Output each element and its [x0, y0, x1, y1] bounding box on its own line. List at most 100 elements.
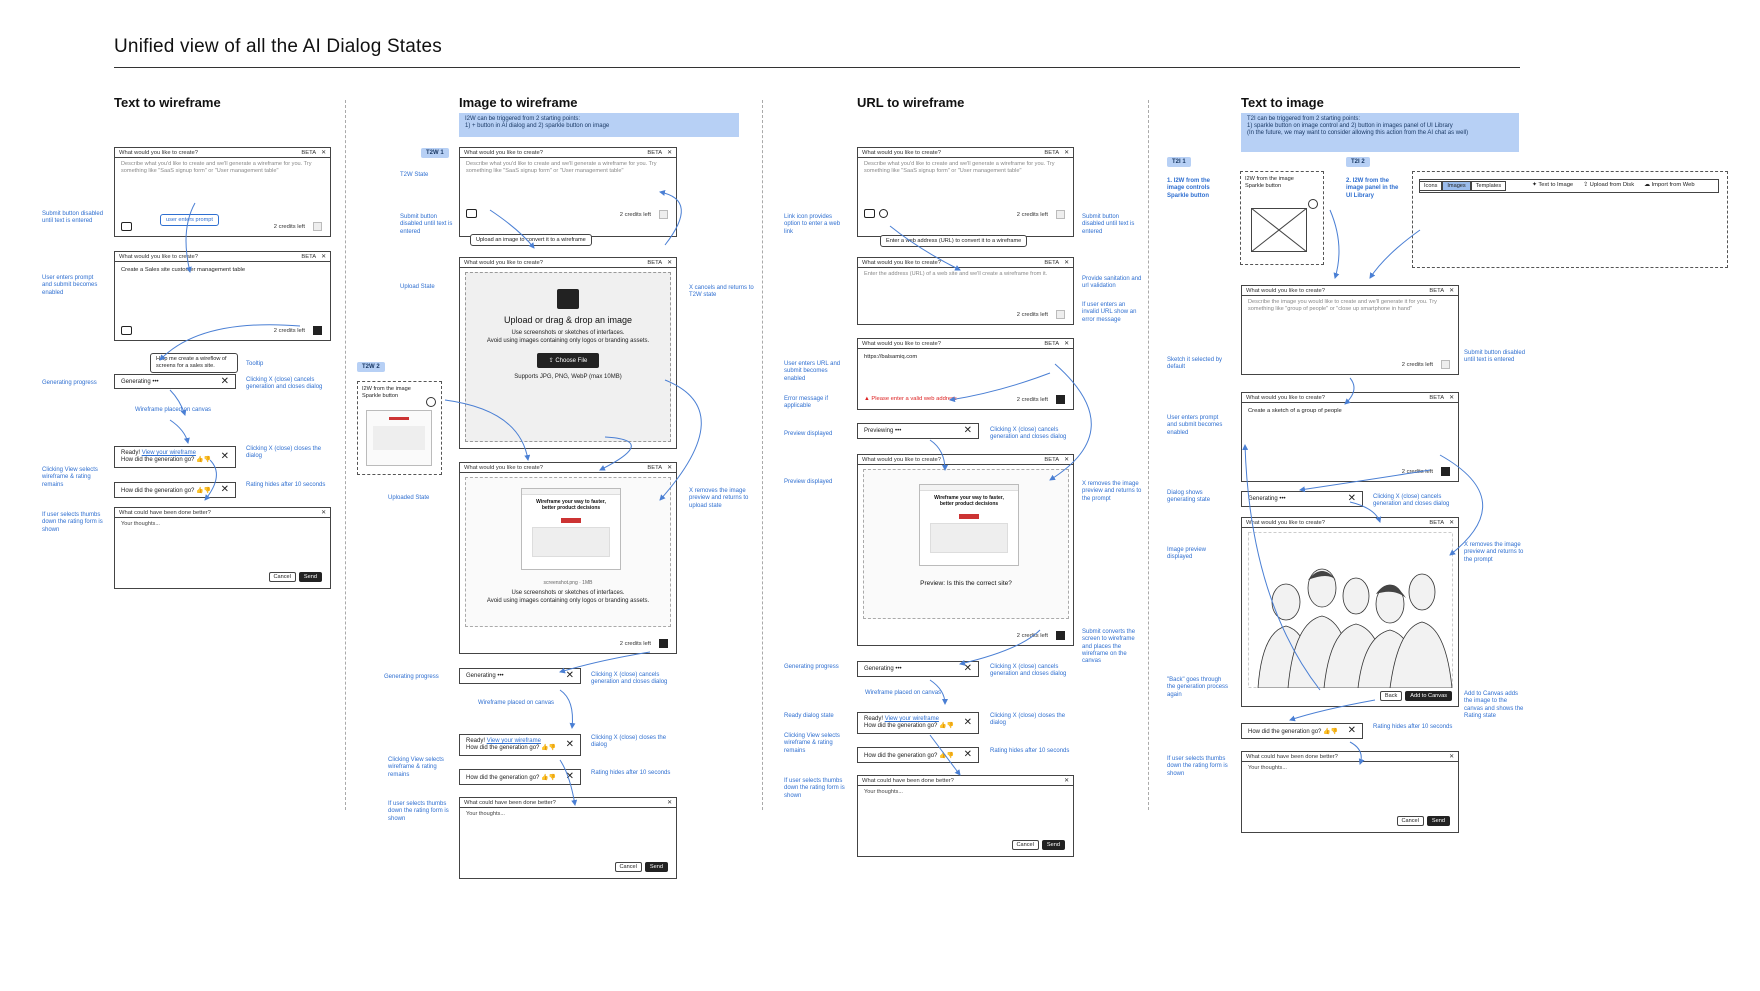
close-icon[interactable]: ✕: [1064, 260, 1069, 266]
close-icon[interactable]: ✕: [321, 510, 326, 516]
close-icon[interactable]: ✕: [963, 749, 972, 760]
cancel-button[interactable]: Cancel: [1396, 816, 1424, 826]
url-input[interactable]: https://balsamiq.com: [864, 354, 918, 360]
close-icon[interactable]: ✕: [1064, 341, 1069, 347]
close-icon[interactable]: ✕: [220, 484, 229, 495]
close-icon[interactable]: ✕: [963, 717, 972, 728]
prompt-text[interactable]: Create a sketch of a group of people: [1248, 408, 1342, 414]
submit-button-disabled[interactable]: [1441, 360, 1450, 369]
close-icon[interactable]: ✕: [1449, 395, 1454, 401]
t2w-dialog-empty[interactable]: What would you like to create?BETA✕ Desc…: [114, 147, 331, 237]
image-add-icon[interactable]: [864, 209, 875, 218]
close-icon[interactable]: ✕: [963, 425, 972, 436]
close-icon[interactable]: ✕: [1449, 754, 1454, 760]
upload-dropzone[interactable]: Upload or drag & drop an image Use scree…: [465, 272, 671, 442]
close-icon[interactable]: ✕: [667, 150, 672, 156]
send-button[interactable]: Send: [644, 862, 668, 872]
add-to-canvas-button[interactable]: Add to Canvas: [1405, 691, 1452, 701]
prompt-placeholder[interactable]: Describe the image you would like to cre…: [1248, 299, 1437, 312]
upload-from-disk-action[interactable]: ⇪ Upload from Disk: [1583, 182, 1635, 188]
t2i-image-preview-dialog[interactable]: What would you like to create?BETA✕ Back…: [1241, 517, 1459, 707]
thumbs-icon[interactable]: 👍👎: [939, 723, 955, 729]
submit-button-disabled[interactable]: [1056, 210, 1065, 219]
close-icon[interactable]: ✕: [1064, 778, 1069, 784]
view-wireframe-link[interactable]: View your wireframe: [141, 450, 196, 456]
import-from-web-action[interactable]: ☁ Import from Web: [1644, 182, 1695, 188]
close-icon[interactable]: ✕: [1347, 493, 1356, 504]
t2i-dialog-filled[interactable]: What would you like to create?BETA✕ Crea…: [1241, 392, 1459, 482]
thumbs-icon[interactable]: 👍👎: [196, 487, 212, 494]
close-icon[interactable]: ✕: [1449, 288, 1454, 294]
close-icon[interactable]: ✕: [565, 670, 574, 681]
submit-button-disabled[interactable]: [313, 222, 322, 231]
text-to-image-action[interactable]: ✦ Text to Image: [1532, 182, 1574, 188]
close-icon[interactable]: ✕: [321, 150, 326, 156]
submit-button-enabled[interactable]: [1441, 467, 1450, 476]
submit-button-disabled[interactable]: [659, 210, 668, 219]
t2i-feedback-form[interactable]: What could have been done better?✕ Your …: [1241, 751, 1459, 833]
tab-templates[interactable]: Templates: [1470, 181, 1507, 191]
i2w-feedback-form[interactable]: What could have been done better?✕ Your …: [459, 797, 677, 879]
close-icon[interactable]: ✕: [1064, 457, 1069, 463]
t2w-feedback-form[interactable]: What could have been done better?✕ Your …: [114, 507, 331, 589]
url-placeholder[interactable]: Enter the address (URL) of a web site an…: [864, 271, 1048, 277]
close-icon[interactable]: ✕: [220, 451, 229, 462]
thumbs-icon[interactable]: 👍👎: [939, 752, 955, 759]
send-button[interactable]: Send: [1041, 840, 1065, 850]
image-add-icon[interactable]: [466, 209, 477, 218]
choose-file-button[interactable]: ⇪ Choose File: [536, 353, 600, 368]
submit-button-disabled[interactable]: [1056, 310, 1065, 319]
t2w-dialog-filled[interactable]: What would you like to create?BETA✕ Crea…: [114, 251, 331, 341]
close-icon[interactable]: ✕: [565, 739, 574, 750]
i2w-upload-dialog[interactable]: What would you like to create?BETA✕ Uplo…: [459, 257, 677, 449]
close-icon[interactable]: ✕: [963, 663, 972, 674]
u2w-url-error[interactable]: What would you like to create?BETA✕ http…: [857, 338, 1074, 410]
cancel-button[interactable]: Cancel: [1011, 840, 1039, 850]
library-tabs[interactable]: Icons Images Templates: [1419, 181, 1507, 191]
back-button[interactable]: Back: [1379, 691, 1403, 701]
sparkle-icon[interactable]: [426, 397, 436, 407]
feedback-input[interactable]: Your thoughts...: [864, 789, 903, 795]
close-icon[interactable]: ✕: [1064, 150, 1069, 156]
cancel-button[interactable]: Cancel: [614, 862, 642, 872]
t2i-dialog-empty[interactable]: What would you like to create?BETA✕ Desc…: [1241, 285, 1459, 375]
close-icon[interactable]: ✕: [667, 800, 672, 806]
u2w-url-empty[interactable]: What would you like to create?BETA✕ Ente…: [857, 257, 1074, 325]
thumbs-icon[interactable]: 👍👎: [541, 774, 557, 781]
view-wireframe-link[interactable]: View your wireframe: [486, 738, 541, 744]
close-icon[interactable]: ✕: [321, 254, 326, 260]
close-icon[interactable]: ✕: [220, 375, 229, 387]
u2w-dialog-empty[interactable]: What would you like to create?BETA✕ Desc…: [857, 147, 1074, 237]
image-add-icon[interactable]: [121, 326, 132, 335]
send-button[interactable]: Send: [1426, 816, 1450, 826]
u2w-preview-dialog[interactable]: What would you like to create?BETA✕ Wire…: [857, 454, 1074, 646]
close-icon[interactable]: ✕: [667, 260, 672, 266]
cancel-button[interactable]: Cancel: [268, 572, 296, 582]
u2w-feedback-form[interactable]: What could have been done better?✕ Your …: [857, 775, 1074, 857]
close-icon[interactable]: ✕: [667, 465, 672, 471]
i2w-dialog-empty[interactable]: What would you like to create?BETA✕ Desc…: [459, 147, 677, 237]
feedback-input[interactable]: Your thoughts...: [1248, 765, 1287, 771]
tab-images[interactable]: Images: [1442, 181, 1471, 191]
globe-link-icon[interactable]: [879, 209, 888, 218]
feedback-input[interactable]: Your thoughts...: [121, 521, 160, 527]
send-button[interactable]: Send: [298, 572, 322, 582]
close-icon[interactable]: ✕: [565, 771, 574, 782]
i2w-uploaded-dialog[interactable]: What would you like to create?BETA✕ Wire…: [459, 462, 677, 654]
sparkle-icon[interactable]: [1308, 199, 1318, 209]
submit-button-enabled[interactable]: [1056, 395, 1065, 404]
submit-button-enabled[interactable]: [659, 639, 668, 648]
prompt-text[interactable]: Create a Sales site customer management …: [121, 267, 246, 273]
close-icon[interactable]: ✕: [1449, 520, 1454, 526]
prompt-placeholder[interactable]: Describe what you'd like to create and w…: [864, 161, 1055, 174]
i2w-sparkle-image[interactable]: I2W from the image Sparkle button: [357, 381, 442, 475]
t2i-sparkle-image[interactable]: I2W from the image Sparkle button: [1240, 171, 1324, 265]
library-actions[interactable]: ✦ Text to Image ⇪ Upload from Disk ☁ Imp…: [1532, 182, 1695, 188]
ui-library-panel[interactable]: Icons Images Templates ✦ Text to Image ⇪…: [1412, 171, 1728, 268]
prompt-placeholder[interactable]: Describe what you'd like to create and w…: [466, 161, 657, 174]
thumbs-icon[interactable]: 👍👎: [541, 745, 557, 751]
feedback-input[interactable]: Your thoughts...: [466, 811, 505, 817]
image-add-icon[interactable]: [121, 222, 132, 231]
close-icon[interactable]: ✕: [1347, 725, 1356, 736]
submit-button-enabled[interactable]: [1056, 631, 1065, 640]
